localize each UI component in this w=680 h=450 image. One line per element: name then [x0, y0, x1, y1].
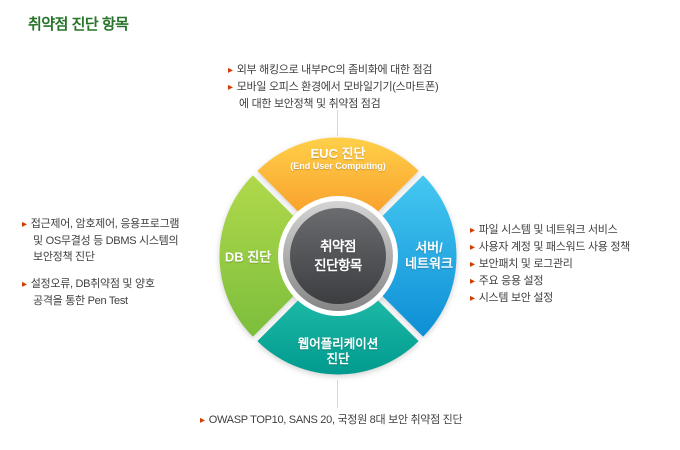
- note-line: 공격을 통한 Pen Test: [22, 293, 179, 309]
- note-line: ▸외부 해킹으로 내부PC의 좀비화에 대한 점검: [228, 62, 438, 79]
- note-text: 접근제어, 암호제어, 응용프로그램: [30, 218, 180, 230]
- note-line: ▸사용자 계정 및 패스워드 사용 정책: [470, 239, 630, 256]
- note-text: OWASP TOP10, SANS 20, 국정원 8대 보안 취약점 진단: [208, 414, 463, 426]
- sector-euc: [257, 137, 419, 252]
- label-server-line1: 서버/: [415, 240, 443, 255]
- arrow-bullet-icon: ▸: [470, 259, 475, 270]
- label-web-line2: 진단: [326, 352, 350, 366]
- note-text: 및 OS무결성 등 DBMS 시스템의: [33, 235, 179, 247]
- spacer: [22, 265, 179, 276]
- note-block-webapp: ▸OWASP TOP10, SANS 20, 국정원 8대 보안 취약점 진단: [200, 412, 463, 429]
- label-center-line2: 진단항목: [314, 258, 362, 273]
- note-line: 및 OS무결성 등 DBMS 시스템의: [22, 233, 179, 249]
- note-line: ▸설정오류, DB취약점 및 양호: [22, 276, 179, 293]
- vulnerability-diagnosis-wheel: EUC 진단 (End User Computing) 서버/ 네트워크 웹어플…: [218, 136, 458, 376]
- note-text: 사용자 계정 및 패스워드 사용 정책: [478, 241, 631, 253]
- wheel-svg: [219, 137, 457, 375]
- arrow-bullet-icon: ▸: [228, 65, 233, 76]
- arrow-bullet-icon: ▸: [470, 225, 475, 236]
- label-center: 취약점 진단항목: [314, 237, 362, 275]
- note-block-euc: ▸외부 해킹으로 내부PC의 좀비화에 대한 점검 ▸모바일 오피스 환경에서 …: [228, 62, 439, 112]
- note-text: 파일 시스템 및 네트워크 서비스: [478, 224, 618, 236]
- sector-server-network: [342, 175, 457, 337]
- label-web-line1: 웹어플리케이션: [297, 337, 379, 351]
- note-text: 모바일 오피스 환경에서 모바일기기(스마트폰): [236, 81, 439, 93]
- note-block-db: ▸접근제어, 암호제어, 응용프로그램 및 OS무결성 등 DBMS 시스템의 …: [22, 216, 180, 309]
- label-db-main: DB 진단: [224, 249, 272, 265]
- note-line: 보안정책 진단: [22, 249, 179, 265]
- arrow-bullet-icon: ▸: [470, 242, 475, 253]
- note-text: 시스템 보안 설정: [478, 292, 554, 304]
- label-euc-main: EUC 진단: [310, 146, 366, 161]
- note-text: 설정오류, DB취약점 및 양호: [30, 278, 155, 290]
- label-server-network: 서버/ 네트워크: [405, 240, 453, 272]
- note-text: 보안정책 진단: [33, 251, 95, 263]
- label-server-line2: 네트워크: [405, 256, 453, 271]
- sector-web-application: [257, 260, 419, 375]
- arrow-bullet-icon: ▸: [200, 415, 205, 426]
- note-text: 공격을 통한 Pen Test: [33, 295, 128, 307]
- connector-line-top: [337, 110, 338, 136]
- note-text: 주요 응용 설정: [478, 275, 544, 287]
- connector-line-bottom: [337, 380, 338, 408]
- note-text: 에 대한 보안정책 및 취약점 점검: [239, 98, 381, 110]
- note-line: ▸OWASP TOP10, SANS 20, 국정원 8대 보안 취약점 진단: [200, 412, 463, 429]
- label-center-line1: 취약점: [320, 239, 356, 254]
- note-block-server: ▸파일 시스템 및 네트워크 서비스 ▸사용자 계정 및 패스워드 사용 정책 …: [470, 222, 630, 307]
- label-euc-sub: (End User Computing): [290, 161, 386, 171]
- arrow-bullet-icon: ▸: [470, 293, 475, 304]
- note-line: ▸시스템 보안 설정: [470, 290, 630, 307]
- note-line: ▸파일 시스템 및 네트워크 서비스: [470, 222, 630, 239]
- note-line: ▸보안패치 및 로그관리: [470, 256, 630, 273]
- sector-db: [219, 175, 334, 337]
- arrow-bullet-icon: ▸: [22, 219, 27, 230]
- label-db: DB 진단: [225, 247, 271, 266]
- note-text: 보안패치 및 로그관리: [478, 258, 573, 270]
- note-line: ▸접근제어, 암호제어, 응용프로그램: [22, 216, 180, 233]
- arrow-bullet-icon: ▸: [22, 279, 27, 290]
- label-euc: EUC 진단 (End User Computing): [290, 146, 386, 172]
- center-dark-circle: [290, 208, 386, 304]
- note-line: 에 대한 보안정책 및 취약점 점검: [228, 96, 438, 112]
- page-title: 취약점 진단 항목: [28, 16, 129, 33]
- label-web-application: 웹어플리케이션 진단: [298, 337, 379, 367]
- note-text: 외부 해킹으로 내부PC의 좀비화에 대한 점검: [236, 64, 433, 76]
- note-line: ▸주요 응용 설정: [470, 273, 630, 290]
- arrow-bullet-icon: ▸: [228, 82, 233, 93]
- arrow-bullet-icon: ▸: [470, 276, 475, 287]
- note-line: ▸모바일 오피스 환경에서 모바일기기(스마트폰): [228, 79, 439, 96]
